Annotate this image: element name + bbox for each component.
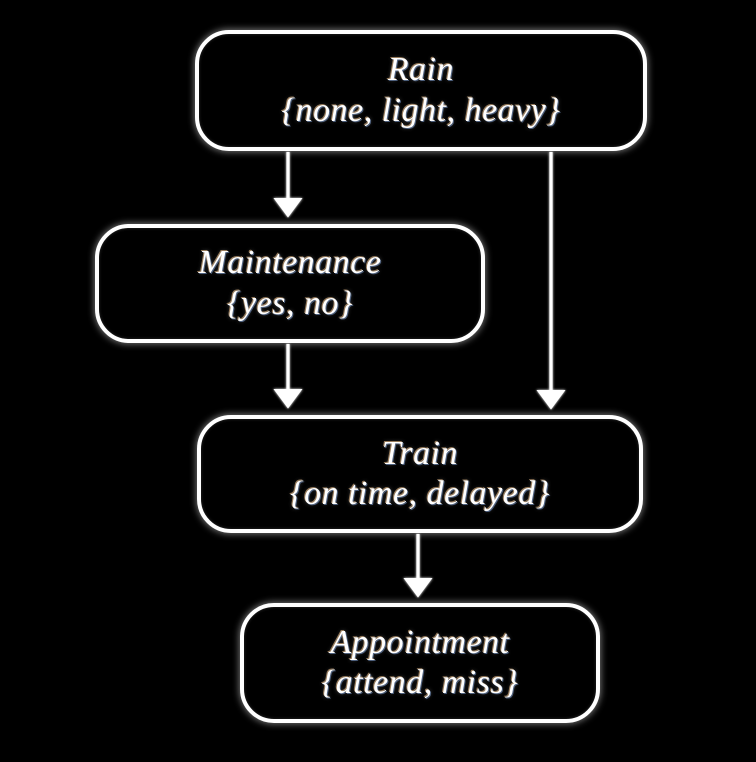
node-appointment-states: {attend, miss}: [321, 664, 519, 701]
node-rain[interactable]: Rain {none, light, heavy}: [195, 30, 647, 151]
node-train-states: {on time, delayed}: [290, 475, 550, 512]
node-train[interactable]: Train {on time, delayed}: [197, 415, 643, 533]
node-train-label: Train: [381, 434, 459, 472]
node-rain-label: Rain: [387, 51, 455, 89]
node-rain-states: {none, light, heavy}: [281, 91, 561, 129]
node-maintenance-states: {yes, no}: [226, 284, 354, 322]
node-appointment-label: Appointment: [330, 623, 510, 661]
node-maintenance-label: Maintenance: [198, 244, 382, 282]
node-maintenance[interactable]: Maintenance {yes, no}: [95, 224, 485, 343]
node-appointment[interactable]: Appointment {attend, miss}: [240, 603, 600, 723]
